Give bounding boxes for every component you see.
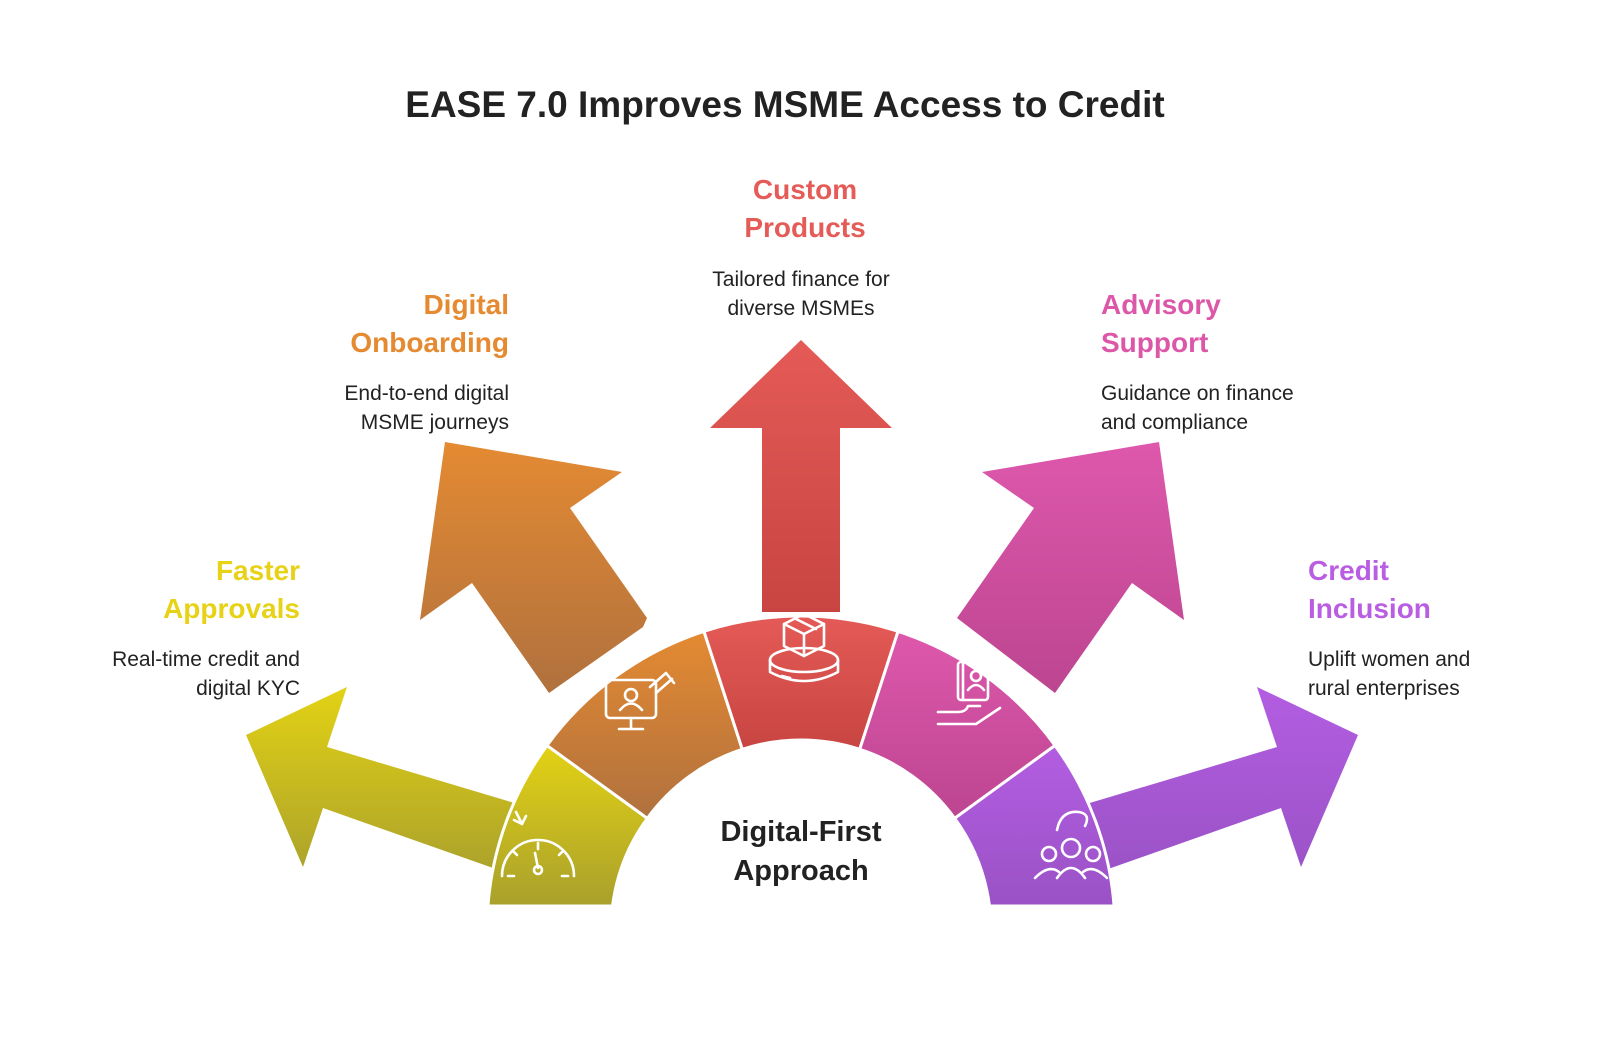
ring-segment-credit-inclusion bbox=[952, 743, 1116, 908]
desc-custom-line2: diverse MSMEs bbox=[727, 297, 874, 320]
heading-faster-line1: Faster bbox=[216, 555, 300, 586]
desc-advisory-line2: and compliance bbox=[1101, 411, 1248, 434]
hand-contact-book-icon bbox=[936, 660, 1002, 726]
heading-custom-line2: Products bbox=[744, 212, 865, 243]
arrow-digital-onboarding bbox=[420, 442, 647, 693]
product-box-icon bbox=[768, 612, 840, 683]
speedometer-icon bbox=[500, 810, 576, 878]
item-digital-onboarding: Digital Onboarding End-to-end digital MS… bbox=[344, 289, 509, 434]
heading-faster-line2: Approvals bbox=[163, 593, 300, 624]
desc-faster-line1: Real-time credit and bbox=[112, 648, 300, 671]
arrows-group bbox=[246, 340, 1358, 880]
desc-custom-line1: Tailored finance for bbox=[712, 268, 889, 291]
heading-inclusion-line1: Credit bbox=[1308, 555, 1389, 586]
item-credit-inclusion: Credit Inclusion Uplift women and rural … bbox=[1308, 555, 1470, 700]
desc-inclusion-line1: Uplift women and bbox=[1308, 648, 1470, 671]
item-faster-approvals: Faster Approvals Real-time credit and di… bbox=[112, 555, 300, 700]
desc-inclusion-line2: rural enterprises bbox=[1308, 677, 1460, 700]
heading-advisory-line2: Support bbox=[1101, 327, 1208, 358]
arrow-credit-inclusion bbox=[1073, 687, 1358, 880]
heading-onboarding-line2: Onboarding bbox=[350, 327, 509, 358]
hand-group-icon bbox=[1033, 810, 1109, 880]
desc-faster-line2: digital KYC bbox=[196, 677, 300, 700]
desc-advisory-line1: Guidance on finance bbox=[1101, 382, 1294, 405]
heading-inclusion-line2: Inclusion bbox=[1308, 593, 1431, 624]
page-title: EASE 7.0 Improves MSME Access to Credit bbox=[405, 84, 1164, 125]
center-label-line1: Digital-First bbox=[720, 816, 881, 848]
arrow-custom-products bbox=[710, 340, 892, 612]
desc-onboarding-line1: End-to-end digital bbox=[344, 382, 509, 405]
heading-advisory-line1: Advisory bbox=[1101, 289, 1221, 320]
arrow-faster-approvals bbox=[246, 687, 565, 880]
monitor-user-icon bbox=[604, 671, 676, 731]
center-label-line2: Approach bbox=[733, 855, 868, 887]
desc-onboarding-line2: MSME journeys bbox=[361, 411, 509, 434]
heading-custom-line1: Custom bbox=[753, 174, 857, 205]
item-custom-products: Custom Products Tailored finance for div… bbox=[712, 174, 889, 320]
heading-onboarding-line1: Digital bbox=[423, 289, 509, 320]
item-advisory-support: Advisory Support Guidance on finance and… bbox=[1101, 289, 1294, 434]
arrow-advisory-support bbox=[957, 442, 1184, 693]
